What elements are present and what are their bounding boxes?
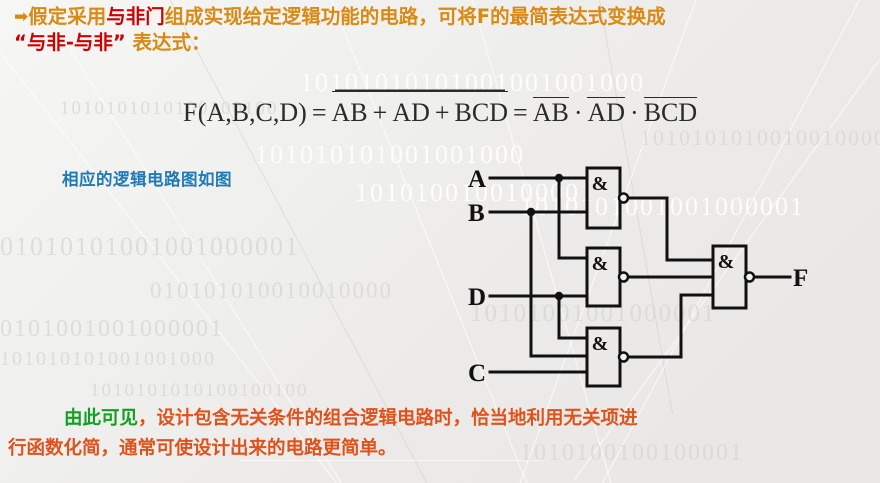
formula-mid-plus-2: + bbox=[434, 98, 450, 127]
formula-rhs-term-1: AB bbox=[532, 97, 569, 127]
logic-circuit-diagram: & & & & A B D C F bbox=[460, 160, 820, 395]
formula-arguments: (A,B,C,D) bbox=[197, 98, 307, 127]
quote-close: ” bbox=[112, 31, 126, 54]
conclusion-text: 由此可见，设计包含无关条件的组合逻辑电路时，恰当地利用无关项进 行函数化简，通常… bbox=[8, 404, 874, 464]
right-arrow-icon: ➡ bbox=[14, 7, 29, 27]
gate-ab-label: & bbox=[592, 173, 609, 195]
conclusion-line1-rest: ，设计包含无关条件的组合逻辑电路时，恰当地利用无关项进 bbox=[138, 408, 638, 429]
formula-rhs-dot-2: · bbox=[630, 98, 639, 127]
junction-dot bbox=[554, 173, 564, 183]
formula-function-name: F bbox=[182, 98, 198, 127]
gate-ab-inversion-bubble-icon bbox=[617, 192, 630, 204]
gate-bcd-label: & bbox=[592, 333, 609, 355]
gate-bcd-inversion-bubble-icon bbox=[617, 351, 630, 363]
formula-mid-term-2: AD bbox=[392, 98, 430, 127]
headline-line1-pre: 假定采用 bbox=[28, 5, 107, 28]
headline-line1-post: 组成实现给定逻辑功能的电路，可将F的最简表达式变换成 bbox=[164, 5, 666, 28]
input-label-d: D bbox=[468, 284, 486, 311]
formula-rhs-term-3: BCD bbox=[643, 97, 698, 127]
conclusion-green-part: 由此可见 bbox=[64, 408, 139, 429]
junction-dot bbox=[554, 291, 564, 301]
formula-rhs-term-2-text: AD bbox=[587, 98, 626, 127]
headline-line1-highlight: 与非门 bbox=[106, 5, 165, 28]
binary-watermark: 01010101001001000001 bbox=[0, 232, 300, 261]
formula-equals-2: = bbox=[513, 98, 528, 127]
gate-ad-label: & bbox=[592, 253, 609, 275]
binary-watermark: 10101010100100100001 bbox=[640, 125, 880, 150]
binary-watermark: 010101010010010000 bbox=[150, 278, 393, 303]
headline-line2-post: 表达式： bbox=[125, 31, 211, 54]
quote-open: “ bbox=[14, 31, 27, 54]
headline-line2-highlight: 与非-与非 bbox=[26, 31, 113, 54]
logic-formula: F(A,B,C,D)=AB+AD+BCD=AB·AD·BCD bbox=[0, 90, 880, 128]
gate-ad-inversion-bubble-icon bbox=[617, 271, 630, 283]
formula-rhs-dot-1: · bbox=[573, 98, 583, 127]
conclusion-line2: 行函数化简，通常可使设计出来的电路更简单。 bbox=[8, 438, 397, 459]
formula-mid-plus-1: + bbox=[372, 98, 388, 127]
formula-mid-term-1: AB bbox=[331, 98, 368, 127]
formula-rhs-term-3-text: BCD bbox=[643, 98, 698, 127]
wire-junction-dots bbox=[526, 173, 564, 301]
formula-rhs-term-2: AD bbox=[587, 97, 626, 127]
formula-rhs-term-1-text: AB bbox=[532, 98, 569, 127]
binary-watermark: 1010101010100100100 bbox=[90, 380, 309, 401]
binary-watermark: 0101001001000001 bbox=[0, 316, 224, 342]
gate-out-label: & bbox=[718, 251, 735, 273]
junction-dot bbox=[526, 207, 536, 217]
input-label-a: A bbox=[468, 166, 486, 193]
binary-watermark: 101010101001001000 bbox=[0, 348, 216, 370]
input-label-b: B bbox=[468, 200, 485, 227]
input-label-c: C bbox=[468, 360, 486, 387]
headline-text: ➡假定采用与非门组成实现给定逻辑功能的电路，可将F的最简表达式变换成 “与非-与… bbox=[14, 4, 870, 56]
formula-middle-double-overline: AB+AD+BCD bbox=[331, 91, 509, 127]
gate-out-inversion-bubble-icon bbox=[743, 271, 756, 283]
formula-equals-1: = bbox=[311, 98, 327, 127]
sub-note-text: 相应的逻辑电路图如图 bbox=[62, 170, 232, 189]
output-label-f: F bbox=[793, 265, 808, 292]
formula-rhs-outer-overline: AB·AD·BCD bbox=[532, 90, 698, 127]
formula-mid-term-3: BCD bbox=[454, 98, 509, 127]
